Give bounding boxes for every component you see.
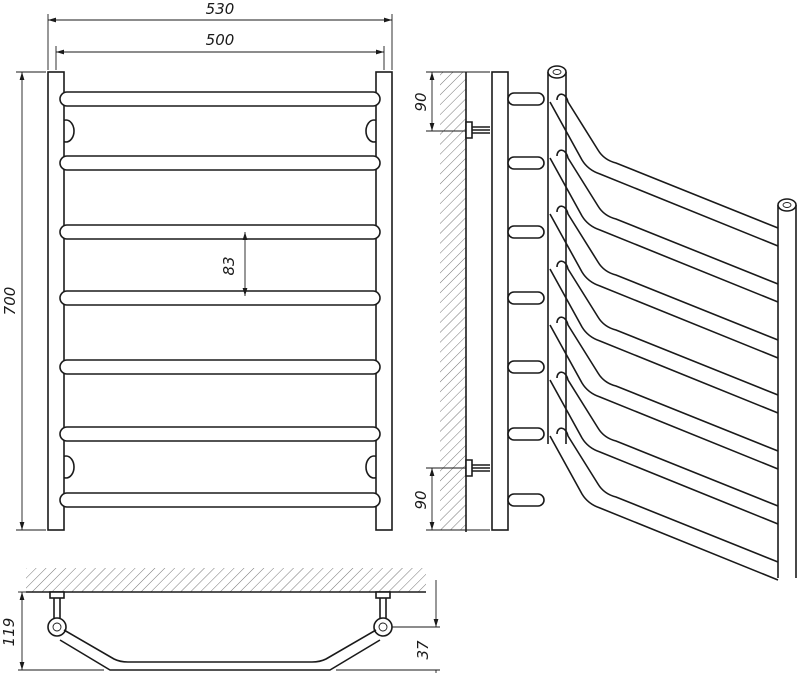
front-rung — [59, 155, 381, 171]
side-view — [440, 71, 545, 532]
dim-bar-width: 500 — [55, 31, 385, 70]
top-right-post-section — [373, 617, 393, 637]
dim-overall-width-label: 530 — [206, 0, 235, 18]
side-rung-stub — [507, 360, 545, 374]
top-left-post-section — [47, 617, 67, 637]
side-wall — [440, 72, 466, 530]
front-rung — [59, 492, 381, 508]
dim-wall-depth-label: 119 — [0, 618, 18, 647]
side-rung-stub — [507, 427, 545, 441]
dim-bar-spacing-label: 83 — [220, 256, 238, 275]
perspective-rungs — [549, 93, 779, 581]
perspective-rung — [549, 371, 779, 525]
front-rungs — [59, 91, 381, 508]
persp-right-post-cap — [777, 198, 797, 212]
side-rung-stub — [507, 156, 545, 170]
side-post — [491, 71, 509, 531]
top-rung-outline — [63, 629, 377, 663]
perspective-rung — [549, 427, 779, 581]
perspective-rung — [549, 205, 779, 359]
front-view — [47, 71, 393, 531]
side-rung-stub — [507, 92, 545, 106]
side-top-bracket — [465, 121, 490, 139]
perspective-rung — [549, 149, 779, 303]
dim-bend-depth-label: 37 — [414, 640, 432, 660]
dim-bar-width-label: 500 — [206, 31, 235, 49]
dim-bar-spacing: 83 — [220, 232, 248, 296]
side-rung-stub — [507, 493, 545, 507]
top-left-bracket — [47, 591, 67, 637]
top-view — [26, 568, 426, 671]
dim-bend-depth: 37 — [336, 580, 440, 673]
perspective-rung — [549, 260, 779, 414]
front-rung — [59, 224, 381, 240]
front-rung — [59, 426, 381, 442]
dim-bottom-mount: 90 — [412, 467, 490, 531]
dim-height: 700 — [1, 71, 46, 531]
front-rung — [59, 91, 381, 107]
persp-left-post-cap — [547, 65, 567, 79]
front-rung — [59, 359, 381, 375]
front-rung — [59, 290, 381, 306]
perspective-rung — [549, 93, 779, 247]
dim-height-label: 700 — [1, 287, 19, 316]
top-right-bracket — [373, 591, 393, 637]
side-rung-stub — [507, 225, 545, 239]
dim-top-mount: 90 — [412, 71, 490, 132]
perspective-view — [547, 65, 797, 581]
dim-bottom-mount-label: 90 — [412, 490, 430, 509]
side-rung-stub — [507, 291, 545, 305]
dim-wall-depth: 119 — [0, 591, 104, 671]
perspective-rung — [549, 316, 779, 470]
top-wall — [26, 568, 426, 592]
side-bottom-bracket — [465, 459, 490, 477]
side-rung-stubs — [507, 92, 545, 507]
dim-overall-width: 530 — [47, 0, 393, 70]
dim-top-mount-label: 90 — [412, 92, 430, 111]
